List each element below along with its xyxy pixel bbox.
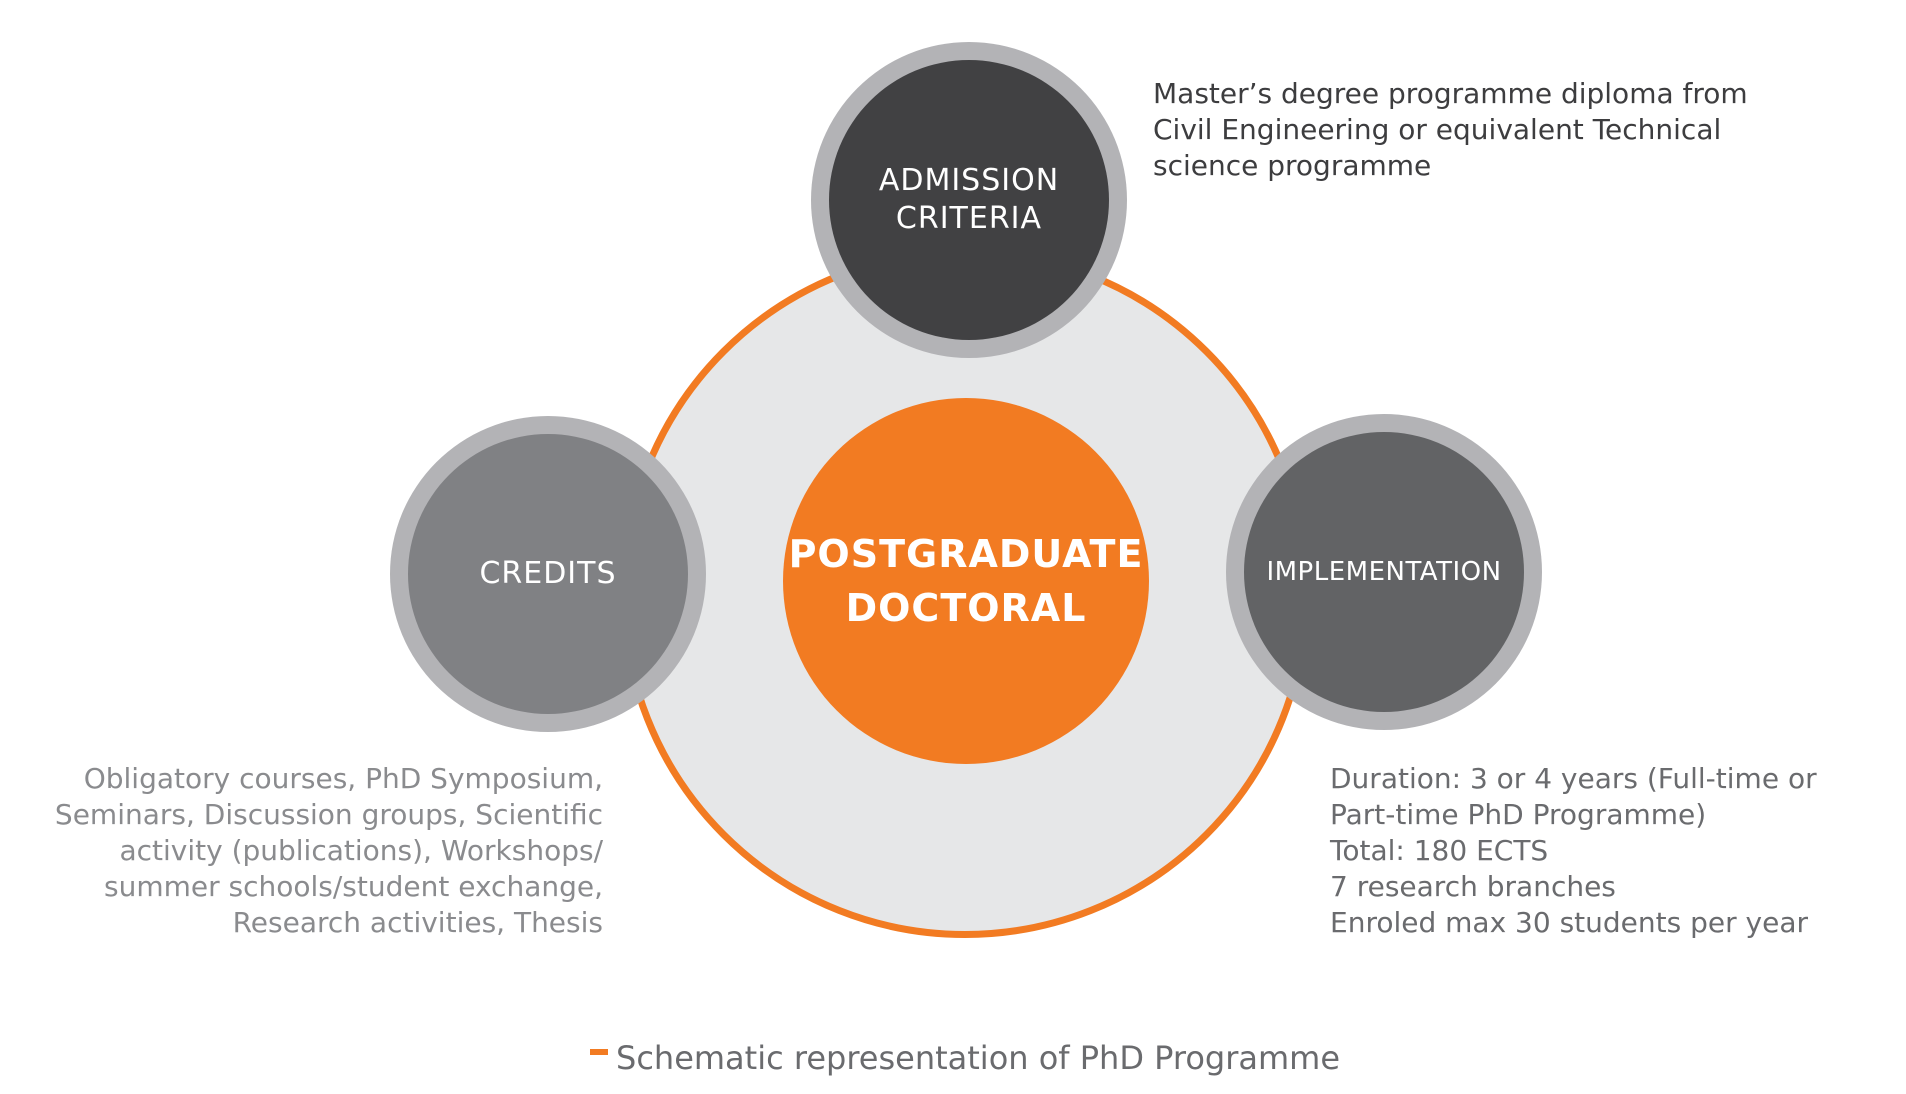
- admission-criteria-label: ADMISSION CRITERIA: [878, 163, 1060, 236]
- center-node: POSTGRADUATE DOCTORAL: [783, 398, 1149, 764]
- caption-text: Schematic representation of PhD Programm…: [616, 1039, 1340, 1077]
- credits-inner: CREDITS: [408, 434, 688, 714]
- implementation-label: IMPLEMENTATION: [1266, 557, 1502, 587]
- admission-criteria-node: ADMISSION CRITERIA: [811, 42, 1127, 358]
- admission-criteria-inner: ADMISSION CRITERIA: [829, 60, 1109, 340]
- implementation-inner: IMPLEMENTATION: [1244, 432, 1524, 712]
- caption-marker-icon: [590, 1049, 608, 1055]
- credits-description: Obligatory courses, PhD Symposium, Semin…: [54, 762, 603, 939]
- implementation-description: Duration: 3 or 4 years (Full-time or Par…: [1330, 762, 1817, 939]
- implementation-node: IMPLEMENTATION: [1226, 414, 1542, 730]
- credits-label: CREDITS: [479, 556, 617, 591]
- center-node-label: POSTGRADUATE DOCTORAL: [788, 532, 1144, 630]
- figure-caption: Schematic representation of PhD Programm…: [590, 1038, 1340, 1078]
- credits-node: CREDITS: [390, 416, 706, 732]
- admission-criteria-description: Master’s degree programme diploma from C…: [1153, 77, 1748, 182]
